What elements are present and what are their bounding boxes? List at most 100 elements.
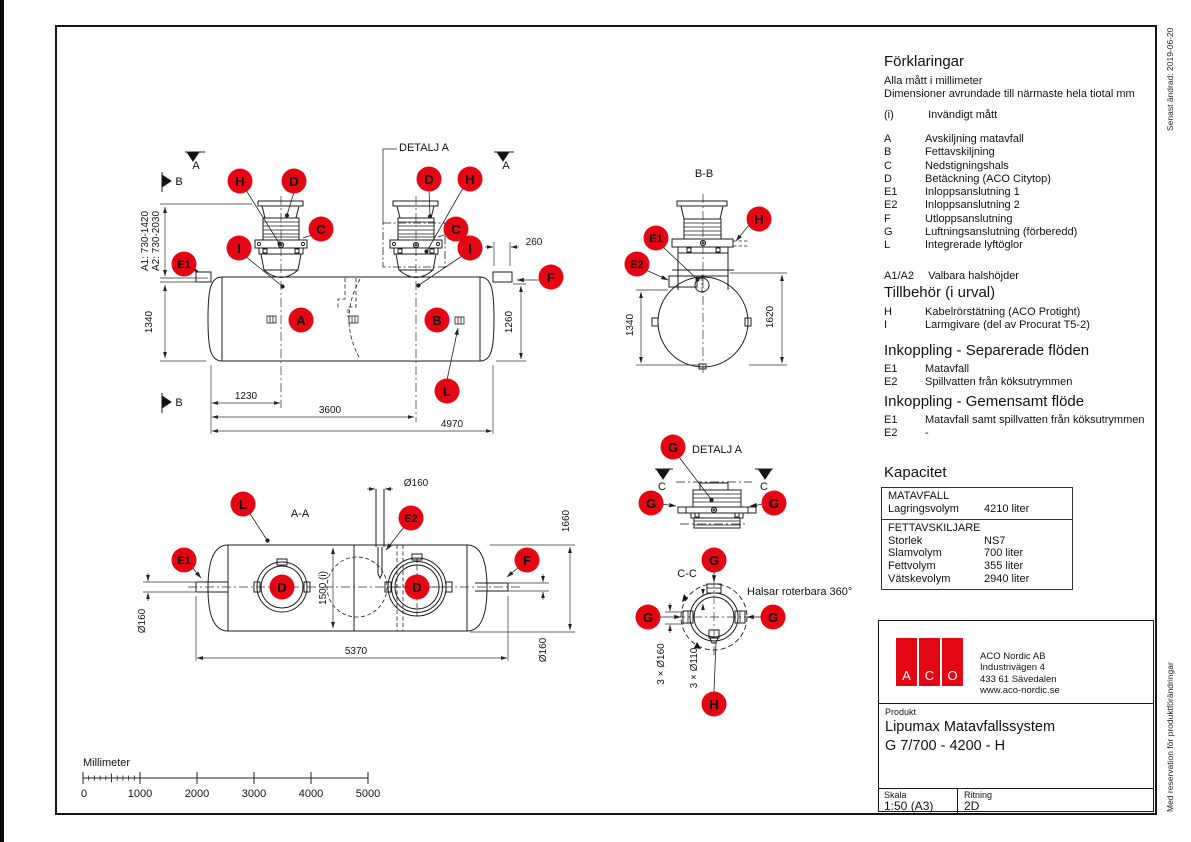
legend-note-1: Alla mått i millimeter (884, 75, 983, 87)
marker-letter: H (465, 172, 474, 187)
legend-inner-dim: (i) Invändigt mått (884, 109, 1191, 122)
marker-letter: G (668, 440, 678, 455)
dim-1260: 1260 (504, 310, 515, 333)
title-block-logo-row: A C O ACO Nordic AB Industrivägen 4 433 … (879, 621, 1153, 704)
flow-item: E2- (884, 427, 1144, 440)
marker-F: F (514, 547, 540, 573)
section-letter-c: C (760, 481, 768, 493)
marker-G: G (635, 604, 661, 630)
marker-letter: L (443, 384, 451, 399)
dim-1230: 1230 (235, 391, 258, 402)
dim-4970: 4970 (441, 419, 464, 430)
marker-letter: E1 (177, 259, 190, 271)
title-block: A C O ACO Nordic AB Industrivägen 4 433 … (878, 620, 1154, 813)
marker-letter: G (643, 610, 653, 625)
legend-label: Utloppsanslutning (925, 212, 1013, 225)
marker-letter: G (768, 610, 778, 625)
marker-letter: D (412, 580, 421, 595)
legend-label: Luftningsanslutning (förberedd) (925, 226, 1078, 239)
legend-key: E1 (884, 186, 898, 199)
legend-key: E1 (884, 414, 898, 426)
legend-label: Integrerade lyftöglor (925, 239, 1023, 252)
legend-key: H (884, 306, 892, 318)
title-block-product-row: Produkt Lipumax Matavfallssystem G 7/700… (879, 704, 1153, 789)
tick-label: 1000 (128, 788, 152, 800)
capacity-header-text: MATAVFALL (888, 490, 950, 502)
section-letter-c: C (658, 481, 666, 493)
legend-key: (i) (884, 109, 894, 121)
marker-letter: D (424, 172, 433, 187)
legend-label: Betäckning (ACO Citytop) (925, 172, 1051, 185)
scan-edge-bar (0, 0, 4, 842)
marker-letter: F (523, 553, 531, 568)
marker-G: G (701, 547, 727, 573)
marker-letter: F (547, 270, 555, 285)
legend-note-2: Dimensioner avrundade till närmaste hela… (884, 88, 1135, 100)
legend-key: F (884, 212, 891, 225)
drawing-value: 2D (964, 799, 980, 813)
marker-D: D (416, 166, 442, 192)
marker-H: H (746, 206, 772, 232)
legend-label: Nedstigningshals (925, 159, 1009, 172)
legend-item: F Utloppsanslutning (884, 213, 1077, 226)
legend-key: A1/A2 (884, 270, 914, 283)
common-flow-title: Inkoppling - Gemensamt flöde (884, 393, 1085, 410)
product-name-line2: G 7/700 - 4200 - H (885, 738, 1006, 754)
section-letter-b: B (175, 176, 182, 188)
legend-title: Förklaringar (884, 53, 965, 70)
marker-letter: G (646, 496, 656, 511)
marker-G: G (761, 490, 787, 516)
cc-label: C-C (677, 568, 697, 580)
cc-rotation-note: Halsar roterbara 360° (747, 586, 852, 598)
marker-D: D (404, 574, 430, 600)
marker-letter: H (235, 174, 244, 189)
sheet-border-frame (55, 25, 1157, 815)
elevation-dims (160, 203, 526, 434)
tick-label: 0 (81, 788, 87, 800)
marker-H: H (701, 691, 727, 717)
scale-bar-label: Millimeter (83, 757, 130, 769)
capacity-value: NS7 (984, 534, 1006, 547)
cc-dim-3x160: 3 × Ø160 (656, 643, 667, 685)
section-letters: A A B B C C (175, 160, 768, 493)
scale-bar (82, 772, 369, 784)
marker-letter: H (709, 697, 718, 712)
capacity-value: 4210 liter (984, 502, 1030, 515)
aa-dim-1660: 1660 (561, 509, 572, 532)
legend-key: E2 (884, 199, 898, 212)
legend-label: Larmgivare (del av Procurat T5-2) (925, 319, 1090, 332)
capacity-label: Lagringsvolym (888, 502, 959, 515)
capacity-value: 355 liter (984, 559, 1024, 572)
edge-note-last-modified: Senast ändrad: 2019-06-20 (1165, 27, 1175, 132)
accessory-item: I Larmgivare (del av Procurat T5-2) (884, 319, 1090, 332)
dim-a1: A1: 730-1420 (140, 211, 151, 271)
elevation-dim-texts: A1: 730-1420 A2: 730-2030 1340 260 1260 … (140, 211, 543, 430)
capacity-header: MATAVFALL (888, 490, 1066, 503)
scale-bar-ticks: 0 1000 2000 3000 4000 5000 (81, 788, 380, 800)
company-name: ACO Nordic AB (980, 651, 1046, 662)
bb-dim-1620: 1620 (765, 305, 776, 328)
marker-E1: E1 (171, 547, 197, 573)
aco-logo-letter: C (919, 638, 940, 686)
aa-label: A-A (291, 508, 310, 520)
legend-key: I (884, 319, 888, 332)
marker-E1: E1 (643, 225, 669, 251)
marker-letter: E1 (177, 555, 190, 567)
dim-3600: 3600 (319, 405, 342, 416)
separate-flows-title: Inkoppling - Separerade flöden (884, 342, 1090, 359)
detail-a-label: DETALJ A (692, 444, 743, 456)
marker-letter: H (754, 212, 763, 227)
aa-dim-5370: 5370 (345, 646, 368, 657)
